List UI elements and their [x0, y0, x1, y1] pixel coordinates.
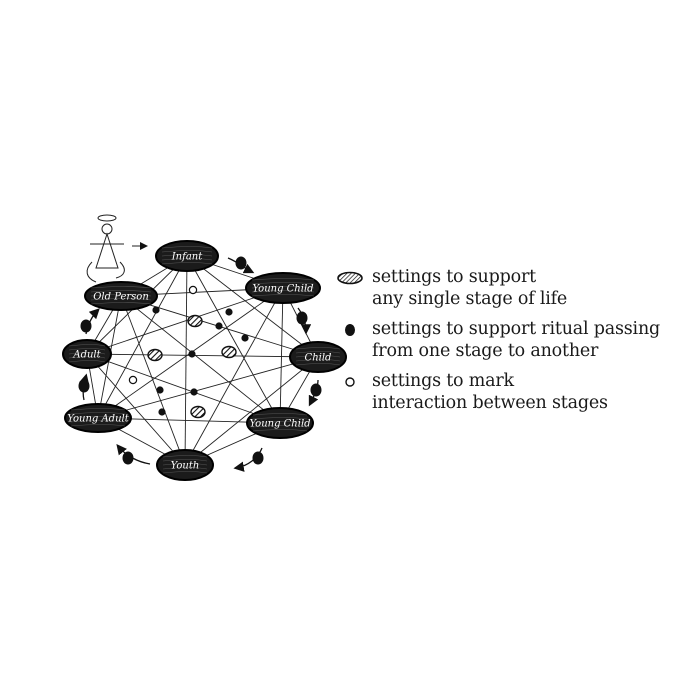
ritual-passing-dot: [235, 256, 247, 270]
legend-item-interaction: settings to mark interaction between sta…: [336, 370, 676, 414]
stage-oval: Infant: [155, 240, 219, 272]
ritual-setting-mark: [152, 306, 160, 314]
connection-line: [279, 287, 284, 424]
connection-line: [184, 287, 284, 466]
ritual-setting-mark: [190, 388, 198, 396]
filled-dot-icon: [345, 324, 355, 336]
stage-oval: Child: [289, 341, 347, 373]
ritual-passing-dot: [310, 383, 322, 397]
stage-label: Adult: [72, 350, 101, 361]
stage-label: Infant: [171, 252, 203, 263]
stage-setting-mark: [221, 345, 237, 359]
ritual-setting-mark: [156, 386, 164, 394]
stage-setting-mark: [147, 348, 163, 362]
ritual-passing-dot: [122, 451, 134, 465]
stage-label: Young Child: [249, 419, 310, 430]
stage-label: Young Adult: [67, 414, 129, 425]
stage-label: Old Person: [93, 292, 149, 303]
angel-figure-icon: [86, 214, 148, 283]
connection-line: [186, 255, 281, 424]
stage-oval: Young Adult: [64, 403, 132, 433]
stage-label: Child: [305, 353, 332, 364]
legend-text-line2: any single stage of life: [372, 289, 568, 309]
connection-line: [184, 255, 188, 466]
ritual-passing-dot: [80, 319, 92, 333]
ritual-setting-mark: [158, 408, 166, 416]
legend-item-single-stage: settings to support any single stage of …: [336, 266, 676, 310]
ritual-setting-mark: [225, 308, 233, 316]
legend-item-ritual-passing: settings to support ritual passing from …: [336, 318, 676, 362]
legend-text-line1: settings to support: [372, 267, 536, 287]
connection-line: [86, 287, 284, 355]
ritual-setting-mark: [241, 334, 249, 342]
stage-oval: Young Child: [246, 407, 314, 439]
ritual-passing-dot: [296, 311, 308, 325]
hollow-dot-icon: [345, 377, 355, 387]
stage-setting-mark: [187, 314, 203, 328]
stage-label: Young Child: [252, 284, 313, 295]
transition-arrow: [233, 447, 263, 472]
legend-text-line2: from one stage to another: [372, 341, 599, 361]
legend-text-line1: settings to mark: [372, 371, 514, 391]
legend-text-line2: interaction between stages: [372, 393, 608, 413]
transition-arrow: [116, 443, 151, 465]
connection-line: [86, 353, 319, 358]
ritual-passing-dot: [252, 451, 264, 465]
connection-line: [184, 356, 319, 466]
stage-transitions: [78, 256, 322, 472]
interaction-settings: [128, 285, 249, 419]
legend-text-line1: settings to support ritual passing: [372, 319, 661, 339]
connection-line: [120, 295, 186, 466]
stage-label: Youth: [171, 461, 200, 472]
stage-oval: Young Child: [245, 272, 321, 304]
interaction-setting-mark: [188, 285, 198, 295]
connection-line: [186, 255, 319, 358]
stage-oval: Old Person: [84, 281, 158, 311]
legend: settings to support any single stage of …: [336, 266, 676, 422]
ritual-setting-mark: [215, 322, 223, 330]
stage-oval: Adult: [62, 339, 112, 369]
stage-setting-mark: [190, 405, 206, 419]
connection-line: [120, 295, 281, 424]
hatched-oval-icon: [337, 271, 363, 285]
ritual-setting-mark: [188, 350, 196, 358]
stage-oval: Youth: [156, 449, 214, 481]
connection-line: [86, 353, 186, 466]
connection-line: [97, 255, 188, 419]
connection-line: [86, 353, 281, 424]
interaction-setting-mark: [128, 375, 138, 385]
ritual-passing-dot: [78, 379, 90, 393]
